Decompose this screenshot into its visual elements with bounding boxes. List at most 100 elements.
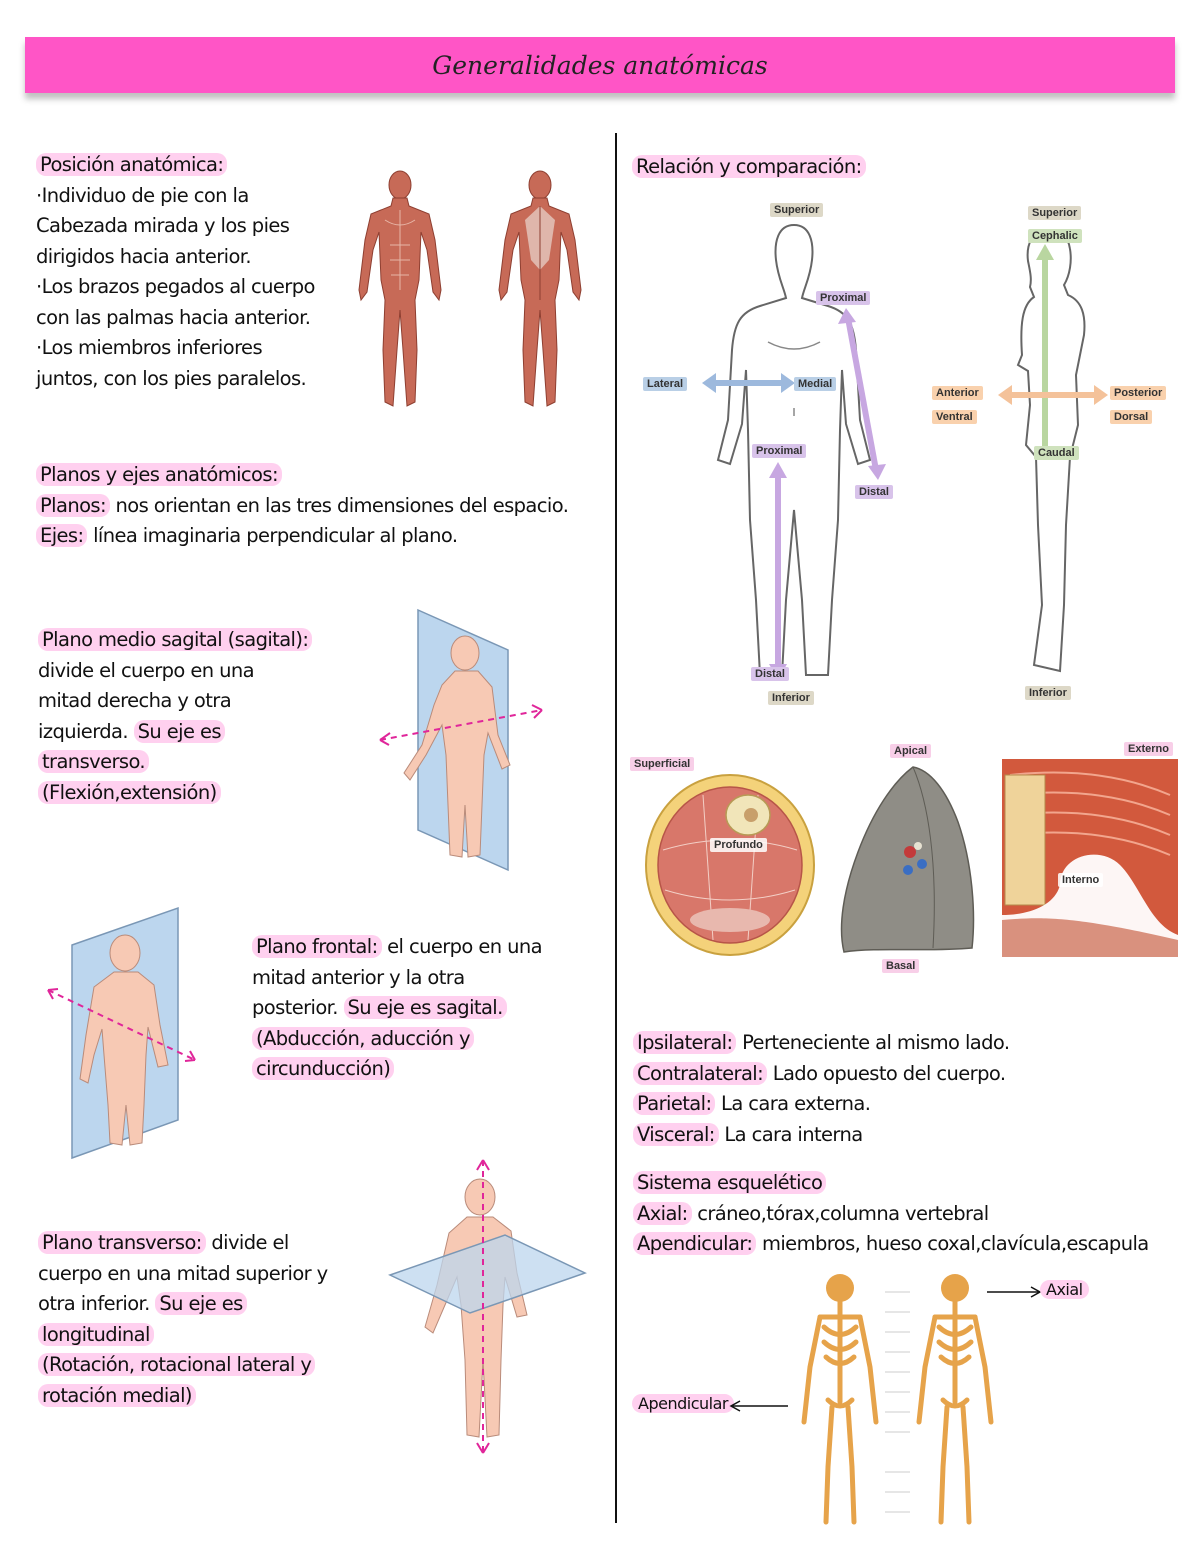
label-dorsal: Dorsal	[1110, 410, 1153, 424]
posicion-line: ·Individuo de pie con la	[36, 183, 249, 207]
transverso-line: divide el	[205, 1231, 289, 1254]
sagital-movements: (Flexión,extensión)	[38, 780, 221, 804]
apendicular-tag: Apendicular	[632, 1394, 734, 1413]
ejes-term: Ejes:	[36, 524, 88, 547]
posicion-section: Posición anatómica: ·Individuo de pie co…	[36, 150, 315, 394]
frontal-section: Plano frontal: el cuerpo en una mitad an…	[252, 932, 543, 1085]
label-distal-arm: Distal	[855, 485, 893, 499]
frontal-line: el cuerpo en una	[381, 935, 542, 958]
planos-term: Planos:	[36, 493, 110, 517]
relacion-heading: Relación y comparación:	[632, 155, 866, 178]
term-def: Lado opuesto del cuerpo.	[767, 1061, 1006, 1085]
label-superficial: Superficial	[630, 757, 695, 771]
sagital-heading: Plano medio sagital (sagital):	[38, 628, 313, 651]
posicion-heading: Posición anatómica:	[36, 153, 228, 176]
label-lateral: Lateral	[643, 377, 688, 391]
term-def: La cara interna	[718, 1122, 863, 1146]
label-posterior: Posterior	[1110, 386, 1167, 400]
axial-term: Axial:	[633, 1201, 692, 1225]
transverse-plane-figure	[388, 1159, 587, 1454]
lung-illustration	[840, 766, 975, 953]
label-medial: Medial	[794, 377, 837, 391]
frontal-plane-figure	[47, 906, 196, 1160]
label-inferior-front: Inferior	[768, 691, 814, 705]
term-name: Contralateral:	[633, 1061, 768, 1085]
axial-tag: Axial	[1040, 1280, 1089, 1299]
sagital-line: divide el cuerpo en una	[38, 658, 255, 682]
planos-section: Planos y ejes anatómicos: Planos: nos or…	[36, 460, 569, 552]
posicion-line: juntos, con los pies paralelos.	[36, 366, 307, 390]
label-caudal: Caudal	[1034, 446, 1079, 460]
frontal-movements: circunducción)	[252, 1057, 395, 1080]
side-direction-arrows	[998, 244, 1108, 458]
transverso-movements: (Rotación, rotacional lateral y	[38, 1353, 316, 1376]
terms-section: Ipsilateral: Perteneciente al mismo lado…	[633, 1028, 1010, 1150]
label-distal-leg: Distal	[751, 667, 789, 681]
axial-text: cráneo,tórax,columna vertebral	[691, 1201, 989, 1225]
frontal-line: mitad anterior y la otra	[252, 965, 465, 989]
term-name: Visceral:	[633, 1122, 719, 1146]
transverso-line: cuerpo en una mitad superior y	[38, 1261, 328, 1285]
label-anterior: Anterior	[932, 386, 983, 400]
posicion-line: Cabezada mirada y los pies	[36, 214, 290, 237]
term-row: Contralateral: Lado opuesto del cuerpo.	[633, 1059, 1010, 1090]
esqueletico-section: Sistema esquelético Axial: cráneo,tórax,…	[633, 1168, 1149, 1260]
frontal-movements: (Abducción, aducción y	[252, 1026, 474, 1050]
frontal-line: posterior.	[252, 996, 344, 1019]
sagital-line: izquierda.	[38, 719, 134, 743]
frontal-heading: Plano frontal:	[252, 935, 382, 958]
apendicular-text: miembros, hueso coxal,clavícula,escapula	[756, 1232, 1149, 1255]
transverso-eje: Su eje es	[155, 1292, 247, 1315]
muscle-figure-back	[498, 170, 582, 407]
term-row: Visceral: La cara interna	[633, 1120, 1010, 1151]
sagital-eje-name: transverso.	[38, 750, 150, 773]
planos-text: nos orientan en las tres dimensiones del…	[109, 493, 569, 517]
transverso-heading: Plano transverso:	[38, 1231, 206, 1254]
label-superior-side: Superior	[1028, 206, 1082, 220]
label-interno: Interno	[1058, 873, 1104, 887]
label-ventral: Ventral	[932, 410, 977, 424]
posicion-line: ·Los miembros inferiores	[36, 336, 263, 359]
frontal-eje: Su eje es sagital.	[343, 996, 507, 1019]
skeleton-illustration	[801, 1274, 994, 1525]
transverso-section: Plano transverso: divide el cuerpo en un…	[38, 1228, 328, 1411]
term-def: Perteneciente al mismo lado.	[736, 1031, 1010, 1054]
relacion-section: Relación y comparación:	[632, 152, 866, 183]
label-proximal-arm: Proximal	[816, 291, 871, 305]
term-def: La cara externa.	[715, 1092, 871, 1115]
label-apical: Apical	[890, 744, 932, 758]
label-externo: Externo	[1124, 742, 1173, 756]
transverso-line: otra inferior.	[38, 1292, 156, 1315]
term-row: Parietal: La cara externa.	[633, 1089, 1010, 1120]
term-row: Ipsilateral: Perteneciente al mismo lado…	[633, 1028, 1010, 1059]
axial-pointer-arrow	[987, 1286, 1042, 1298]
label-superior-front: Superior	[770, 203, 824, 217]
term-name: Ipsilateral:	[633, 1031, 737, 1054]
sagital-eje: Su eje es	[133, 719, 225, 743]
sagital-line: mitad derecha y otra	[38, 689, 232, 712]
term-name: Parietal:	[633, 1092, 716, 1115]
label-basal: Basal	[882, 959, 920, 973]
sagital-section: Plano medio sagital (sagital): divide el…	[38, 625, 313, 808]
label-inferior-side: Inferior	[1025, 686, 1071, 700]
ejes-text: línea imaginaria perpendicular al plano.	[87, 524, 458, 547]
transverso-movements: rotación medial)	[38, 1383, 196, 1407]
esqueletico-heading: Sistema esquelético	[633, 1171, 827, 1194]
planos-heading: Planos y ejes anatómicos:	[36, 463, 282, 486]
column-divider	[615, 133, 617, 1523]
label-profundo: Profundo	[710, 838, 767, 852]
transverso-eje-name: longitudinal	[38, 1322, 154, 1346]
page-title: Generalidades anatómicas	[432, 50, 768, 80]
posicion-line: ·Los brazos pegados al cuerpo	[36, 275, 315, 298]
apendicular-pointer-arrow	[729, 1400, 788, 1412]
title-banner: Generalidades anatómicas	[25, 37, 1175, 93]
label-proximal-leg: Proximal	[752, 444, 807, 458]
muscle-figure-front	[358, 170, 442, 407]
posicion-line: dirigidos hacia anterior.	[36, 244, 252, 268]
limb-cross-section	[645, 774, 815, 956]
posicion-line: con las palmas hacia anterior.	[36, 305, 311, 329]
label-cephalic: Cephalic	[1028, 229, 1082, 243]
thorax-wall-illustration	[1002, 759, 1178, 957]
sagittal-plane-figure	[379, 608, 543, 872]
apendicular-term: Apendicular:	[633, 1232, 757, 1255]
